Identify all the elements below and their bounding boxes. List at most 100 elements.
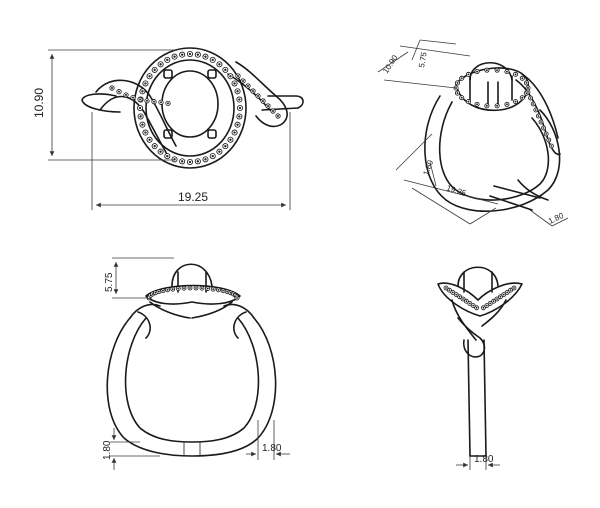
pave-stone-center <box>521 77 524 80</box>
pave-stone-center <box>224 68 227 71</box>
pave-stone-center <box>482 306 485 309</box>
pave-stone-center <box>238 106 242 110</box>
pave-stone-center <box>485 304 488 307</box>
pave-stone-center <box>537 115 540 117</box>
pave-stone-center <box>527 87 529 89</box>
pave-stone-center <box>527 91 529 93</box>
top-shank-right <box>261 95 304 111</box>
pave-stone-center <box>236 90 239 93</box>
front-pave-stones <box>146 285 240 301</box>
pave-stone-center <box>226 290 229 293</box>
pave-stone-center <box>496 104 499 107</box>
pave-stone-center <box>233 131 236 134</box>
front-band-right-label: 1.80 <box>262 443 282 454</box>
pave-stone-center <box>514 100 517 103</box>
top-shank-left <box>81 93 121 113</box>
top-height-label: 10.90 <box>32 88 46 118</box>
pave-stone-center <box>166 288 169 291</box>
top-twist-left <box>95 79 177 157</box>
iso-dim-label-1: 10.90 <box>381 53 400 75</box>
pave-stone-center <box>229 138 232 141</box>
iso-band-edge <box>489 185 541 211</box>
pave-stone-center <box>529 97 532 99</box>
pave-stone-center <box>242 80 244 82</box>
pave-stone-center <box>238 98 241 101</box>
pave-stone-center <box>189 287 191 289</box>
pave-stone-center <box>534 109 537 111</box>
pave-stone-center <box>132 96 134 99</box>
pave-stone-center <box>550 145 553 147</box>
pave-stone-center <box>540 121 542 123</box>
iso-dim-label-4: 19.25 <box>445 183 467 198</box>
pave-stone-center <box>204 158 207 161</box>
pave-stone-center <box>472 304 475 307</box>
front-band-left-label: 1.80 <box>102 440 113 460</box>
pave-stone-center <box>506 291 509 294</box>
pave-stone-center <box>496 69 499 72</box>
pave-stone-center <box>229 75 232 78</box>
pave-stone-center <box>204 55 207 58</box>
pave-stone-center <box>509 289 512 292</box>
pave-stone-center <box>144 82 147 85</box>
pave-stone-center <box>492 300 495 303</box>
pave-stone-center <box>211 154 214 158</box>
front-band-outer <box>106 317 277 457</box>
pave-stone-center <box>267 105 269 107</box>
top-pave-stones <box>136 51 243 165</box>
side-center-stone <box>457 266 499 287</box>
iso-view: 10.90 5.75 1.80 19.25 1.80 <box>377 39 569 227</box>
pave-stone-center <box>167 102 169 105</box>
pave-stone-center <box>196 160 199 163</box>
top-prongs <box>163 69 217 139</box>
pave-stone-center <box>499 295 502 298</box>
pave-stone-center <box>456 92 459 95</box>
pave-stone-center <box>532 103 535 105</box>
pave-stone-center <box>138 106 142 110</box>
pave-stone-center <box>144 131 147 134</box>
top-width-label: 19.25 <box>178 190 208 204</box>
pave-stone-center <box>485 69 488 72</box>
pave-stone-center <box>460 77 463 80</box>
side-shank-right <box>483 339 487 457</box>
pave-stone-center <box>236 297 238 299</box>
side-view: 1.80 <box>437 266 523 470</box>
pave-stone-center <box>125 93 127 96</box>
pave-stone-center <box>233 82 236 85</box>
pave-stone-center <box>460 96 463 99</box>
pave-stone-center <box>196 53 199 56</box>
pave-stone-center <box>153 145 156 148</box>
side-halo <box>437 282 523 317</box>
pave-stone-center <box>514 73 517 76</box>
pave-stone-center <box>485 104 488 107</box>
pave-stone-center <box>236 123 239 126</box>
pave-stone-center <box>547 139 550 141</box>
pave-stone-center <box>506 70 508 73</box>
iso-center-stone <box>469 61 513 81</box>
pave-stone-center <box>489 302 492 305</box>
pave-stone-center <box>148 75 151 78</box>
side-band-width-label: 1.80 <box>474 454 494 465</box>
pave-stone-center <box>525 81 528 84</box>
pave-stone-center <box>272 110 274 112</box>
pave-stone-center <box>475 306 478 309</box>
side-pave-stones <box>443 285 517 311</box>
pave-stone-center <box>224 145 227 148</box>
pave-stone-center <box>496 298 498 300</box>
front-band-inner <box>124 317 260 443</box>
pave-stone-center <box>111 87 113 89</box>
pave-stone-center <box>139 115 142 118</box>
pave-stone-center <box>542 127 545 129</box>
pave-stone-center <box>141 90 144 93</box>
iso-band-inner <box>438 101 550 201</box>
pave-stone-center <box>146 99 148 102</box>
pave-stone-center <box>506 103 508 106</box>
pave-stone-center <box>171 288 174 291</box>
pave-stone-center <box>153 100 155 103</box>
pave-stone-center <box>159 63 162 66</box>
iso-pave-stones <box>453 67 554 149</box>
front-view: 5.75 1.80 1.80 <box>102 257 290 470</box>
pave-stone-center <box>141 123 144 126</box>
pave-stone-center <box>455 293 458 296</box>
pave-stone-center <box>166 154 169 158</box>
pave-stone-center <box>451 291 454 294</box>
